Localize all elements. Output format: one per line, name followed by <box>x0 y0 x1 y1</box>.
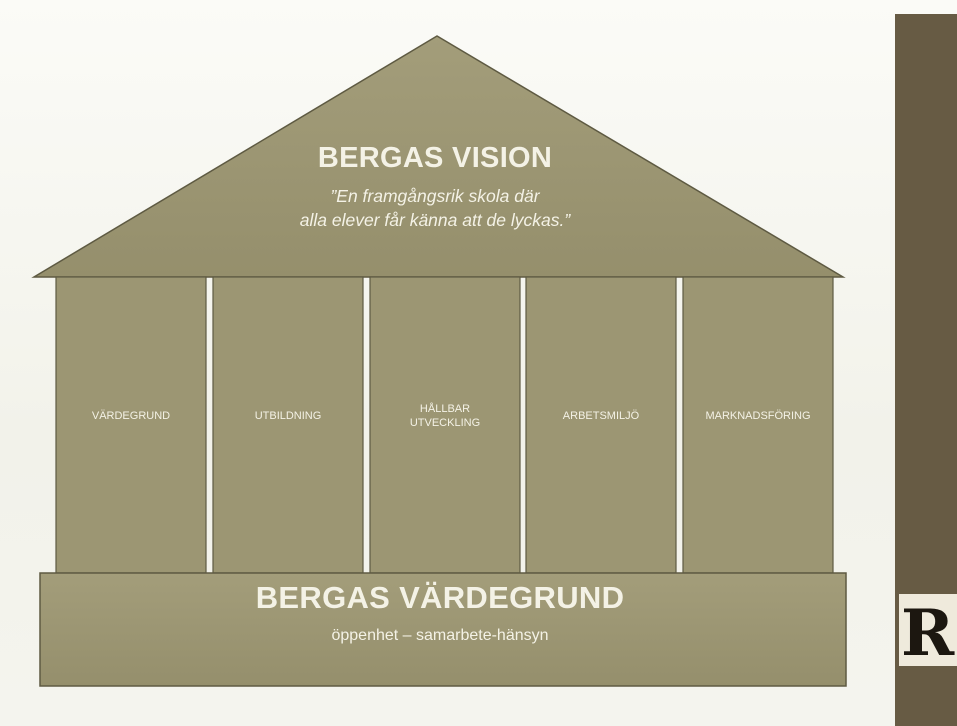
pillar-shape-5 <box>682 276 834 574</box>
vision-quote: ”En framgångsrik skola där alla elever f… <box>200 184 670 232</box>
foundation-values: öppenhet – samarbete-hänsyn <box>331 627 549 644</box>
pillar-label-marknadsforing: MARKNADSFÖRING <box>705 410 811 422</box>
school-logo: R <box>899 590 957 670</box>
pillar-shape-1 <box>55 276 207 574</box>
logo-letter: R <box>899 594 957 670</box>
pillar-label-hallbar-utveckling: HÅLLBAR UTVECKLING <box>409 403 481 429</box>
foundation-shape <box>39 572 847 687</box>
pillar-label-arbetsmiljo: ARBETSMILJÖ <box>562 410 640 422</box>
foundation-title: BERGAS VÄRDEGRUND <box>255 580 625 615</box>
pillar-label-vardegrund: VÄRDEGRUND <box>91 410 171 422</box>
pillar-shape-3 <box>369 276 521 574</box>
vision-quote-line-1: ”En framgångsrik skola där <box>330 186 540 206</box>
vision-quote-line-2: alla elever får känna att de lyckas.” <box>299 210 571 230</box>
vision-title: BERGAS VISION <box>317 142 553 174</box>
pillar-shape-4 <box>525 276 677 574</box>
pillar-label-utbildning: UTBILDNING <box>254 410 322 422</box>
pillar-shape-2 <box>212 276 364 574</box>
